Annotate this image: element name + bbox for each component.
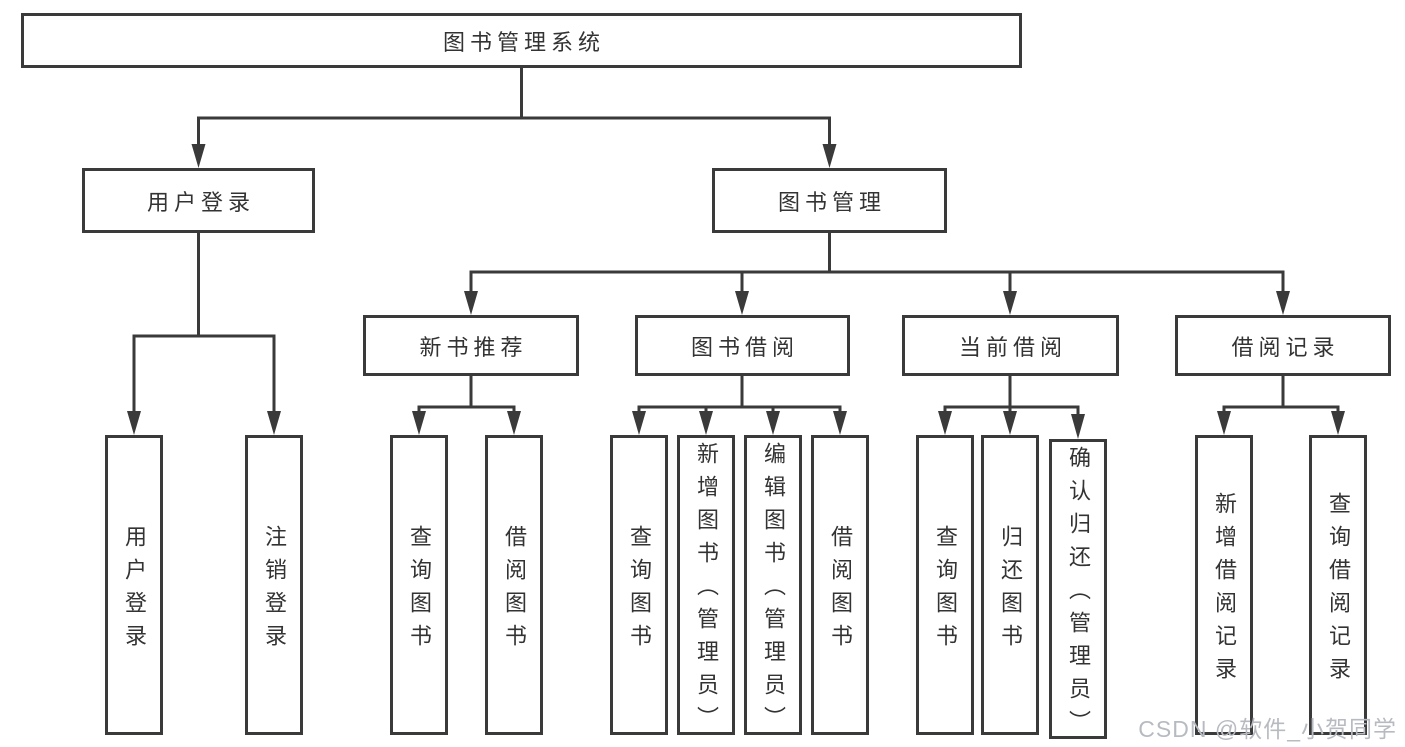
leaf-bb-add-books: 新增图书（管理员） [677,435,735,739]
edge-current-borrow-to-leaves [938,376,1085,439]
edge-root-to-level2 [191,68,837,168]
edge-book-mgmt-to-level3 [464,233,1290,315]
node-current-borrow: 当前借阅 [902,315,1119,376]
leaf-bb-borrow-books-label: 借阅图书 [828,524,853,657]
node-current-borrow-label: 当前借阅 [958,334,1067,360]
leaf-br-query-record: 查询借阅记录 [1309,435,1367,735]
leaf-nbr-borrow-books-label: 借阅图书 [502,524,527,657]
leaf-cb-query-books: 查询图书 [916,435,974,735]
node-book-mgmt: 图书管理 [712,168,947,233]
leaf-cb-return-books-label: 归还图书 [998,524,1023,657]
leaf-br-query-record-label: 查询借阅记录 [1326,491,1351,690]
leaf-bb-borrow-books: 借阅图书 [811,435,869,735]
node-book-borrow-label: 图书借阅 [690,334,799,360]
leaf-br-add-record: 新增借阅记录 [1195,435,1253,735]
leaf-cb-confirm-return: 确认归还（管理员） [1049,439,1107,743]
leaf-bb-edit-books-label: 编辑图书（管理员） [761,442,786,739]
csdn-watermark: CSDN @软件_小贺同学 [1138,716,1397,742]
leaf-logout-login: 注销登录 [245,435,303,735]
leaf-nbr-borrow-books: 借阅图书 [485,435,543,735]
leaf-br-add-record-label: 新增借阅记录 [1212,491,1237,690]
leaf-logout-login-label: 注销登录 [262,524,287,657]
leaf-cb-query-books-label: 查询图书 [933,524,958,657]
node-book-borrow: 图书借阅 [635,315,850,376]
leaf-bb-query-books-label: 查询图书 [627,524,652,657]
leaf-nbr-query-books: 查询图书 [390,435,448,735]
leaf-nbr-query-books-label: 查询图书 [407,524,432,657]
node-new-book-rec-label: 新书推荐 [419,334,528,360]
node-user-login-label: 用户登录 [146,189,255,215]
leaf-bb-add-books-label: 新增图书（管理员） [694,442,719,739]
node-user-login: 用户登录 [82,168,315,233]
leaf-user-login: 用户登录 [105,435,163,735]
leaf-bb-edit-books: 编辑图书（管理员） [744,435,802,739]
edge-user-login-to-leaves [127,233,281,435]
node-borrow-records-label: 借阅记录 [1231,334,1340,360]
edge-book-borrow-to-leaves [632,376,847,435]
node-root: 图书管理系统 [21,13,1022,68]
node-root-label: 图书管理系统 [442,29,605,55]
node-book-mgmt-label: 图书管理 [777,189,886,215]
edge-borrow-records-to-leaves [1217,376,1345,435]
leaf-user-login-label: 用户登录 [122,524,147,657]
node-new-book-rec: 新书推荐 [363,315,579,376]
leaf-bb-query-books: 查询图书 [610,435,668,735]
edge-new-book-rec-to-leaves [412,376,521,435]
leaf-cb-confirm-return-label: 确认归还（管理员） [1066,446,1091,743]
node-borrow-records: 借阅记录 [1175,315,1391,376]
leaf-cb-return-books: 归还图书 [981,435,1039,735]
